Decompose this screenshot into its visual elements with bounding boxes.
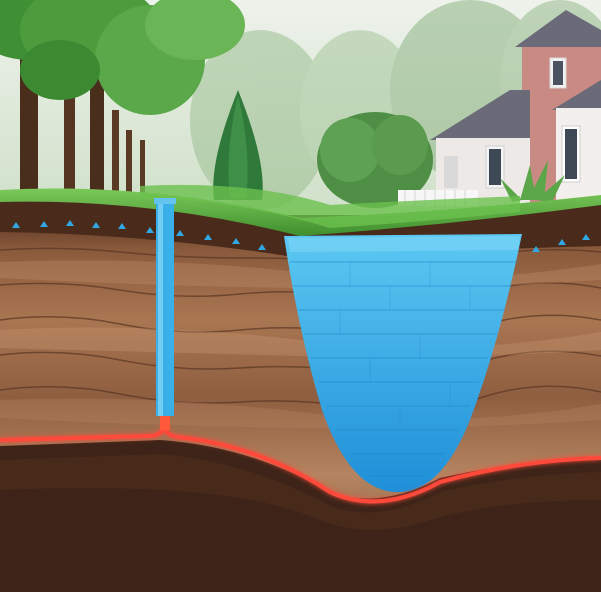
well-icon — [154, 198, 176, 430]
